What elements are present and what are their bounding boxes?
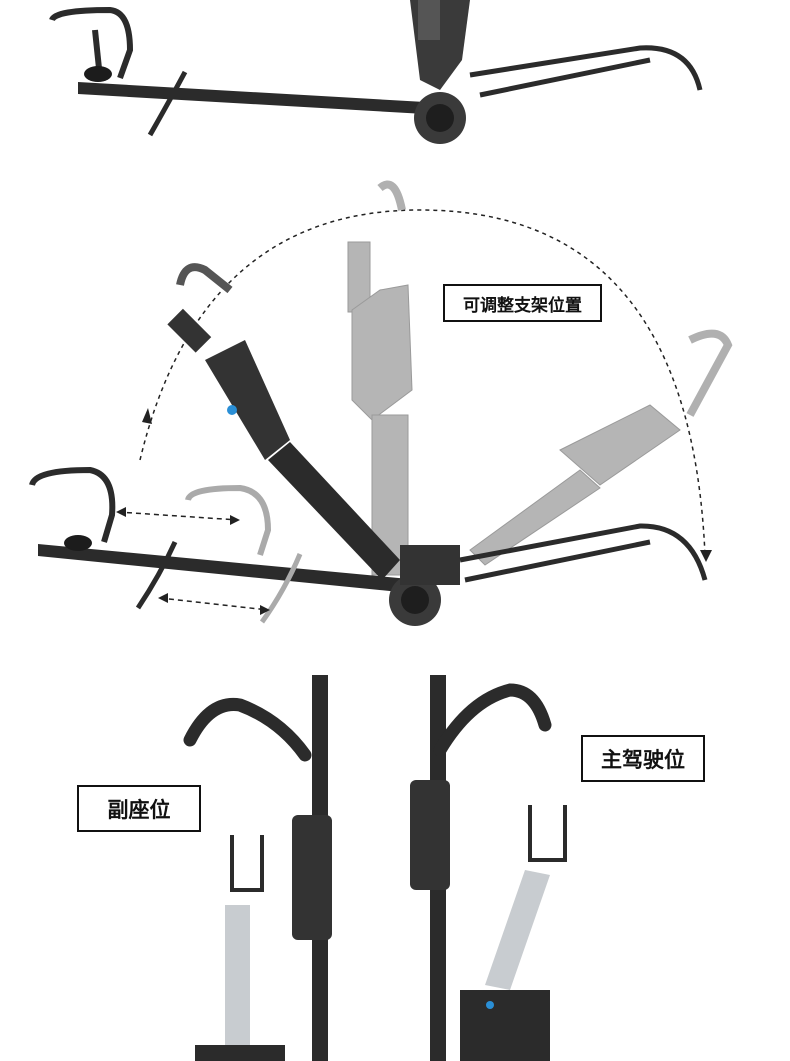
rack-top-illustration — [49, 0, 703, 144]
rack-adjust-view: 可调整支架位置 — [0, 170, 790, 640]
label-driver-side: 主驾驶位 — [581, 735, 705, 782]
rack-top-view — [0, 0, 790, 160]
rack-adjust-illustration — [29, 180, 733, 626]
label-passenger-side: 副座位 — [77, 785, 201, 832]
label-adjustable-position: 可调整支架位置 — [443, 284, 602, 322]
rack-side-illustration — [183, 675, 567, 1061]
rack-side-views: 副座位 主驾驶位 — [0, 660, 790, 1061]
